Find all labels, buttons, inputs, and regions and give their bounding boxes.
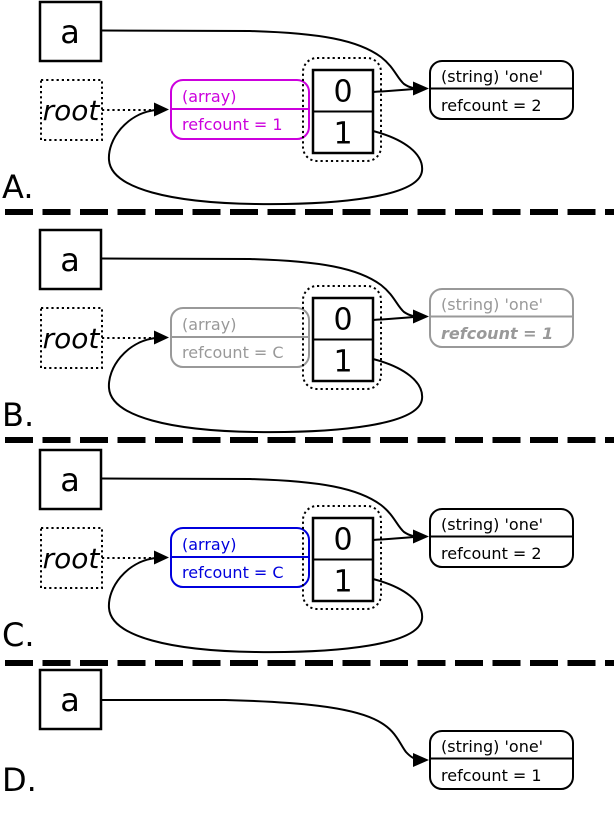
hashtable-outline [302,57,382,162]
string-refcount-label: refcount = 2 [441,544,542,563]
cell-0-label: 0 [333,303,352,338]
panel-c: a root (array) refcount = C 0 1 (string)… [2,448,574,654]
string-zval-box [429,288,574,348]
panel-d: a (string) 'one' refcount = 1 D. [2,668,574,799]
root-arrowhead-icon [154,102,169,117]
cell0-to-string-arrow [372,536,415,541]
variable-a-box [38,448,103,511]
variable-a-label: a [60,461,80,499]
string-type-label: (string) 'one' [441,737,543,756]
a-to-string-arrow [100,257,422,318]
root-label: root [43,322,101,355]
variable-a-box [38,228,103,291]
hashtable-outline [302,505,382,610]
string-arrowhead-icon [413,529,429,544]
array-type-label: (array) [182,535,236,554]
variable-a-box [38,668,103,731]
string-arrowhead-icon [413,81,429,96]
a-to-string-arrow [100,477,422,538]
variable-a-label: a [60,13,80,51]
cell0-to-string-arrow [372,88,415,93]
string-type-label: (string) 'one' [441,295,543,314]
string-zval-box [429,730,574,790]
root-label: root [43,542,101,575]
array-refcount-label: refcount = 1 [182,115,283,134]
panel-b: a root (array) refcount = C 0 1 (string)… [2,228,574,434]
hashtable-outline [302,285,382,390]
root-arrowhead-icon [154,550,169,565]
panel-a-letter: A. [2,168,34,206]
string-type-label: (string) 'one' [441,515,543,534]
string-type-label: (string) 'one' [441,67,543,86]
array-type-label: (array) [182,315,236,334]
string-zval-box [429,60,574,120]
panel-d-letter: D. [2,761,37,799]
array-refcount-label: refcount = C [182,563,284,582]
panel-c-letter: C. [2,616,35,654]
root-label: root [43,94,101,127]
a-to-string-arrow [100,29,422,90]
cycle-loop-arrow [107,337,424,434]
string-refcount-label: refcount = 1 [441,324,553,343]
cell0-to-string-arrow [372,316,415,321]
array-refcount-label: refcount = C [182,343,284,362]
root-box [40,307,103,369]
array-type-label: (array) [182,87,236,106]
cell-1-label: 1 [333,345,352,380]
variable-a-box [38,0,103,63]
root-box [40,527,103,589]
cycle-loop-arrow [107,109,424,206]
variable-a-label: a [60,241,80,279]
panel-b-letter: B. [2,396,34,434]
string-refcount-label: refcount = 2 [441,96,542,115]
string-arrowhead-icon [413,309,429,324]
string-refcount-label: refcount = 1 [441,766,542,785]
variable-a-label: a [60,681,80,719]
root-arrowhead-icon [154,330,169,345]
a-to-string-arrow [101,699,422,761]
cell-1-label: 1 [333,565,352,600]
cell-0-label: 0 [333,75,352,110]
cell-1-label: 1 [333,117,352,152]
panel-a: a root (array) refcount = 1 0 1 (string)… [2,0,574,206]
cell-0-label: 0 [333,523,352,558]
root-box [40,79,103,141]
string-arrowhead-icon [413,753,429,767]
string-zval-box [429,508,574,568]
cycle-loop-arrow [107,557,424,654]
